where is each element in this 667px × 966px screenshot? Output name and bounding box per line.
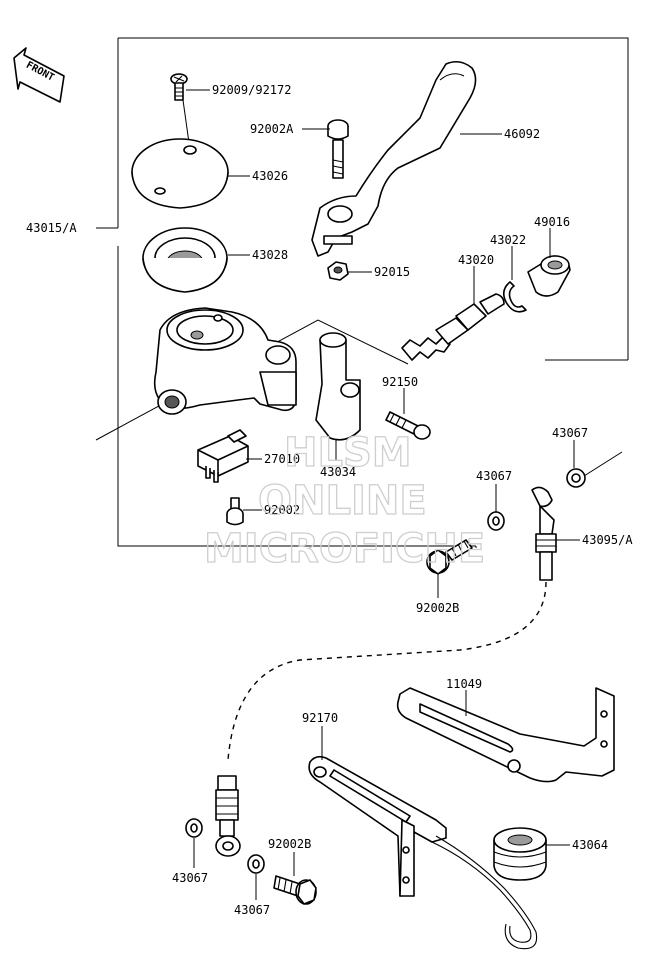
assembly-frame (117, 37, 629, 548)
master-cylinder-body (153, 307, 297, 415)
banjo-bolt-92002B (426, 539, 473, 575)
bracket-11049 (396, 687, 615, 783)
callout-labels: 92009/92172 92002A 46092 43026 43015/A 4… (26, 83, 633, 917)
callout-43067-lower-left: 43067 (172, 871, 208, 885)
callout-43034: 43034 (320, 465, 356, 479)
callout-43020: 43020 (458, 253, 494, 267)
bracket-92170 (308, 755, 538, 950)
bushing-43064 (493, 827, 547, 881)
watermark-line-3: MICROFICHE (204, 526, 485, 572)
callout-43022: 43022 (490, 233, 526, 247)
callout-92002: 92002 (264, 503, 300, 517)
callout-43067-lower-right: 43067 (234, 903, 270, 917)
brake-switch-27010 (197, 429, 249, 483)
diaphragm-43028 (142, 227, 228, 293)
callout-92002B-upper: 92002B (416, 601, 459, 615)
watermark: HLSM ONLINE MICROFICHE (203, 429, 486, 572)
washer-43067-b (487, 511, 505, 531)
callout-92150: 92150 (382, 375, 418, 389)
washer-43067-d (247, 854, 265, 874)
washer-43067-a (566, 468, 586, 488)
piston-assembly-43020 (401, 293, 505, 361)
callout-43095A: 43095/A (582, 533, 633, 547)
brake-lever-46092 (311, 60, 477, 257)
bolt-92150 (385, 411, 431, 440)
watermark-line-2: ONLINE (258, 478, 427, 524)
banjo-bolt-92002B-lower (273, 875, 317, 905)
dust-boot-49016 (527, 255, 571, 297)
clamp-holder-43034 (315, 332, 361, 441)
callout-92002B-lower: 92002B (268, 837, 311, 851)
callout-11049: 11049 (446, 677, 482, 691)
callout-43067-upper: 43067 (552, 426, 588, 440)
front-arrow-icon: FRONT (13, 47, 65, 103)
callout-92002A: 92002A (250, 122, 294, 136)
callout-43015A: 43015/A (26, 221, 77, 235)
hose-lower-end (215, 775, 241, 857)
reservoir-cap-43026 (131, 138, 229, 209)
washer-43067-c (185, 818, 203, 838)
watermark-line-1: HLSM (284, 430, 412, 476)
callout-43026: 43026 (252, 169, 288, 183)
screw-92002 (226, 497, 244, 526)
callout-46092: 46092 (504, 127, 540, 141)
callout-49016: 49016 (534, 215, 570, 229)
screw-92009 (170, 73, 188, 101)
nut-92015 (327, 261, 349, 281)
callout-92009-92172: 92009/92172 (212, 83, 291, 97)
callout-43028: 43028 (252, 248, 288, 262)
callout-92015: 92015 (374, 265, 410, 279)
callout-92170: 92170 (302, 711, 338, 725)
leader-lines (96, 89, 580, 900)
callout-43067-mid: 43067 (476, 469, 512, 483)
brake-hose-43095A (531, 486, 557, 581)
pivot-bolt-92002A (327, 119, 349, 179)
callout-43064: 43064 (572, 838, 608, 852)
circlip-43022 (502, 281, 527, 313)
callout-27010: 27010 (264, 452, 300, 466)
